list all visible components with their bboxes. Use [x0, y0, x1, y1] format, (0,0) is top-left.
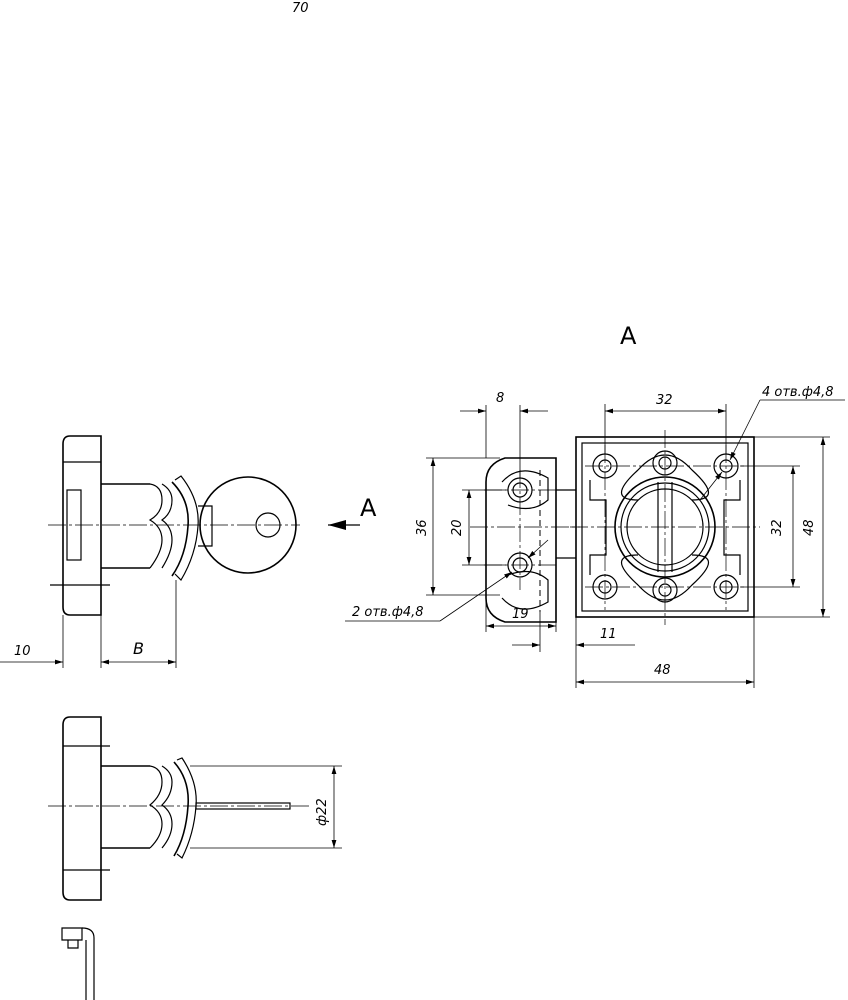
- dim-32-top: 32: [656, 393, 673, 408]
- view-arrow-label: A: [360, 494, 377, 522]
- dim-19: 19: [512, 607, 529, 622]
- dim-36: 36: [415, 519, 430, 536]
- dim-d22: ф22: [315, 798, 330, 826]
- view-a-title: A: [620, 322, 637, 350]
- dim-B: B: [133, 639, 144, 658]
- view-a-dimensions: 8 32 4 отв.ф4,8 36 20 32 48 2 от: [345, 385, 845, 688]
- striker-plate: [470, 457, 580, 623]
- dim-32-right: 32: [770, 519, 785, 536]
- dim-48-right: 48: [802, 519, 817, 536]
- dim-10: 10: [14, 644, 31, 659]
- side-view-upper: 10 B: [0, 435, 300, 668]
- side-view-lower: ф22: [48, 716, 342, 1000]
- dim-4-holes: 4 отв.ф4,8: [762, 385, 834, 400]
- top-cut-label: 70: [292, 1, 309, 16]
- dim-48-bottom: 48: [654, 663, 671, 678]
- dim-11: 11: [600, 627, 617, 642]
- view-arrow-a: A: [328, 494, 377, 530]
- dim-8: 8: [496, 391, 504, 406]
- dim-2-holes: 2 отв.ф4,8: [352, 605, 424, 620]
- dim-20: 20: [450, 519, 465, 536]
- lock-body: [570, 430, 760, 625]
